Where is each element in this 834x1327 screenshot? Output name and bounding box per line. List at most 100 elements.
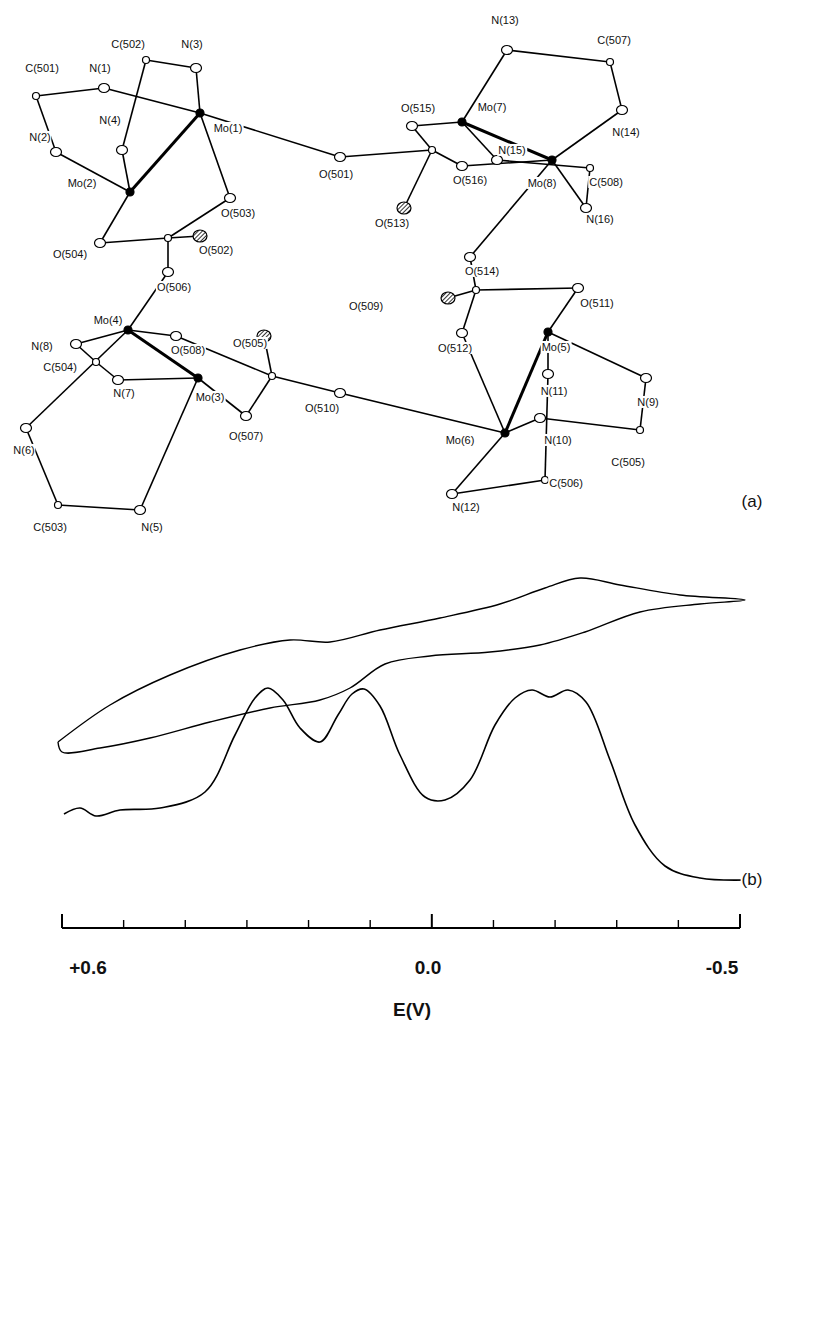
atom-label: Mo(8) [527,177,558,189]
atom-label: O(506) [156,281,192,293]
atom-label: Mo(6) [445,434,476,446]
bond [196,68,200,113]
atom-label: N(4) [98,114,121,126]
axis-tick-label: 0.0 [414,958,442,979]
bond [404,150,432,208]
atom-label: N(12) [451,501,481,513]
atom-label: Mo(5) [541,341,572,353]
bond [128,330,176,336]
bond [104,88,200,113]
atom [191,64,202,73]
atom [473,287,480,294]
axis-tick [616,920,617,928]
bond [610,62,622,110]
atom [617,106,628,115]
bond [272,376,340,393]
bond-lines [26,50,646,510]
atom [21,424,32,433]
atom [194,374,202,382]
axis-tick-label: -0.5 [705,958,740,979]
atom [117,146,128,155]
atom [544,328,552,336]
atom [99,84,110,93]
atom [269,373,276,380]
atom [501,429,509,437]
atom-label: Mo(2) [67,177,98,189]
atom-label: O(501) [318,168,354,180]
atom [637,427,644,434]
atom-label: N(6) [12,444,35,456]
atom-label: O(503) [220,207,256,219]
atom [165,235,172,242]
atom [447,490,458,499]
bond [340,150,432,157]
atom [587,165,594,172]
atom-label: C(501) [24,62,60,74]
atom [335,389,346,398]
bond [462,122,552,160]
atom [193,230,207,242]
atom-label: C(505) [610,456,646,468]
atom [429,147,436,154]
bond [200,113,340,157]
bond [100,192,130,243]
atom [458,118,466,126]
atom-label: N(11) [540,385,569,397]
atom-label: Mo(7) [477,101,508,113]
bond [452,480,545,494]
bond [462,160,552,166]
axis-tick [678,920,679,928]
atom-label: O(509) [348,300,384,312]
atom-label: O(504) [52,248,88,260]
atom [51,148,62,157]
bond [58,505,140,510]
axis-tick [246,920,247,928]
potential-axis [62,914,740,928]
cyclic-voltammogram [58,578,745,753]
atom [126,188,134,196]
bond [26,428,58,505]
atom-ellipses [21,46,652,515]
atom-label: C(507) [596,34,632,46]
atom [55,502,62,509]
atom [163,268,174,277]
bond [340,393,505,433]
atom [225,194,236,203]
atom [196,109,204,117]
atom [33,93,40,100]
atom-label: N(2) [28,131,51,143]
atom [241,412,252,421]
atom-label: N(3) [180,38,203,50]
bond [462,290,476,333]
atom [492,156,503,165]
atom [95,239,106,248]
atom [457,162,468,171]
atom-label: N(16) [585,213,615,225]
atom-label: C(508) [588,176,624,188]
axis-tick [61,914,63,928]
atom-label: C(506) [548,477,584,489]
bond [462,50,507,122]
atom-label: O(510) [304,402,340,414]
atom [457,329,468,338]
bond [100,238,168,243]
axis-tick [554,920,555,928]
atom-label: N(5) [140,521,163,533]
bond [140,378,198,510]
atom-label: O(505) [232,337,268,349]
atom [407,122,418,131]
atom-label: C(503) [32,521,68,533]
atom [543,370,554,379]
atom [641,374,652,383]
atom-label: O(513) [374,217,410,229]
atom-label: O(512) [437,342,473,354]
atom [93,359,100,366]
atom-label: C(502) [110,38,146,50]
axis-tick [739,914,741,928]
atom [135,506,146,515]
atom [335,153,346,162]
atom-label: O(508) [170,344,206,356]
axis-tick [431,914,433,928]
atom-label: N(15) [497,144,527,156]
